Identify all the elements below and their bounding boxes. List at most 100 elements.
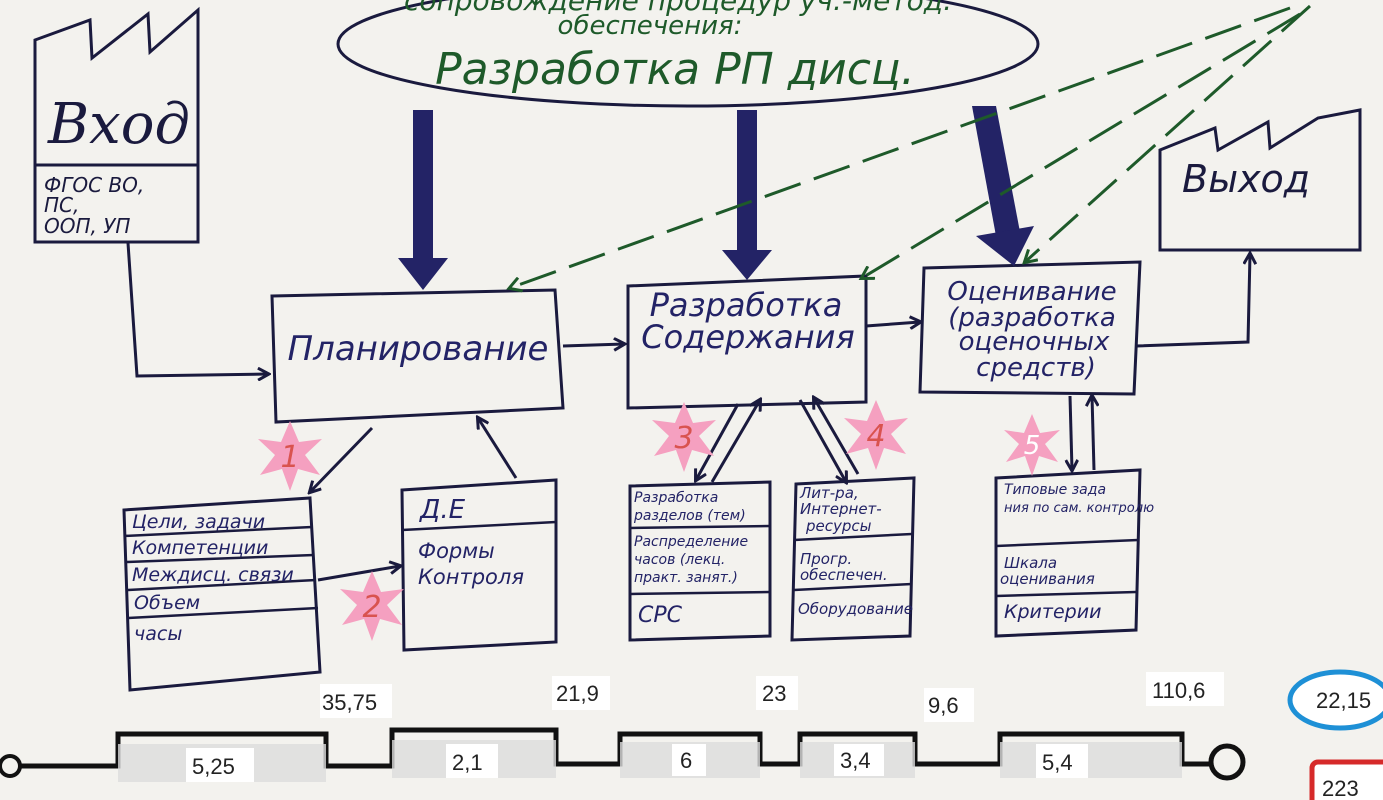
top-values: 35,75 21,9 23 9,6 110,6 bbox=[320, 672, 1224, 722]
dashed-arrow-content bbox=[862, 12, 1301, 278]
arrow-content-to-lit bbox=[798, 399, 846, 482]
output-box-group: Выход bbox=[1158, 108, 1362, 252]
cloud-line-1: сопровождение процедур уч.-метод. bbox=[404, 0, 952, 17]
evaluation-box: Оценивание (разработка оценочных средств… bbox=[918, 260, 1142, 396]
bottom-value-2: 2,1 bbox=[452, 750, 483, 775]
top-value-3: 23 bbox=[762, 681, 786, 706]
star-5: 5 bbox=[1004, 414, 1060, 476]
input-box-text-1: ФГОС ВО, bbox=[44, 173, 144, 197]
arrow-tasks-to-evaluation bbox=[1092, 396, 1094, 471]
star-1-label: 1 bbox=[280, 440, 299, 475]
arrow-dev-to-content bbox=[710, 400, 760, 483]
bottom-values: 5,25 2,1 6 3,4 5,4 bbox=[118, 740, 1182, 782]
dev-list-box: Разработка разделов (тем) Распределение … bbox=[628, 480, 772, 642]
cloud-line-2: обеспечения: bbox=[558, 11, 743, 41]
dev-item-2: разделов (тем) bbox=[633, 508, 746, 524]
input-box-text-2: ПС, bbox=[44, 193, 79, 217]
star-3: 3 bbox=[652, 402, 716, 472]
evaluation-label-4: средств) bbox=[976, 353, 1096, 383]
lit-item-2: Интернет- bbox=[800, 500, 882, 518]
bottom-value-3: 6 bbox=[680, 748, 692, 773]
top-value-5: 110,6 bbox=[1152, 678, 1205, 703]
control-arrow-content bbox=[722, 110, 772, 280]
total-box bbox=[1309, 759, 1383, 800]
arrow-goals-to-de bbox=[317, 566, 400, 582]
dashed-arrow-evaluation bbox=[1025, 4, 1312, 262]
star-4-label: 4 bbox=[866, 419, 885, 454]
evaluation-label-1: Оценивание bbox=[947, 277, 1116, 307]
arrow-input-to-planning bbox=[126, 242, 268, 376]
content-box: Разработка Содержания bbox=[626, 274, 868, 410]
total-boxed-value: 223 bbox=[1322, 776, 1359, 800]
evaluation-label-2: (разработка bbox=[948, 303, 1116, 333]
star-3-label: 3 bbox=[674, 421, 693, 456]
arrow-de-to-planning bbox=[478, 418, 518, 479]
lit-list-box: Лит-ра, Интернет- ресурсы Прогр. обеспеч… bbox=[790, 476, 916, 642]
star-2-label: 2 bbox=[362, 590, 381, 625]
stars-group: 1 2 3 4 5 bbox=[258, 400, 1060, 641]
goals-item-2: Компетенции bbox=[132, 537, 268, 559]
total-circle bbox=[1287, 669, 1383, 731]
input-box-text-3: ООП, УП bbox=[44, 214, 130, 238]
star-2: 2 bbox=[340, 571, 404, 641]
evaluation-label-3: оценочных bbox=[959, 327, 1110, 357]
cloud-line-3: Разработка РП дисц. bbox=[435, 44, 915, 95]
dev-item-5: практ. занят.) bbox=[634, 570, 738, 586]
star-1: 1 bbox=[258, 421, 322, 491]
lit-item-1: Лит-ра, bbox=[799, 484, 859, 502]
de-list-box: Д.Е Формы Контроля bbox=[400, 478, 558, 652]
bottom-value-5: 5,4 bbox=[1042, 750, 1073, 775]
total-circled-value: 22,15 bbox=[1316, 688, 1371, 713]
feedback-dashed-arrows bbox=[510, 4, 1312, 288]
timeline-start bbox=[0, 754, 22, 778]
lit-item-5: обеспечен. bbox=[800, 566, 888, 584]
lit-item-6: Оборудование bbox=[798, 600, 913, 618]
goals-item-3: Междисц. связи bbox=[132, 564, 294, 586]
control-arrow-planning bbox=[398, 110, 448, 290]
dev-item-3: Распределение bbox=[634, 534, 748, 550]
timeline: 35,75 21,9 23 9,6 110,6 5,25 2,1 6 3,4 bbox=[0, 672, 1246, 782]
tasks-item-3: Шкала bbox=[1004, 554, 1057, 572]
tasks-item-4: оценивания bbox=[1000, 570, 1095, 588]
dev-item-1: Разработка bbox=[634, 490, 718, 506]
goals-list-box: Цели, задачи Компетенции Междисц. связи … bbox=[122, 496, 322, 692]
arrow-content-to-evaluation bbox=[865, 322, 920, 326]
output-box-title: Выход bbox=[1182, 157, 1310, 201]
de-title: Д.Е bbox=[419, 495, 466, 525]
arrow-lit-to-content bbox=[814, 398, 860, 475]
dev-item-6: СРС bbox=[638, 603, 683, 628]
input-box-group: Вход ФГОС ВО, ПС, ООП, УП bbox=[33, 6, 200, 244]
top-value-2: 21,9 bbox=[556, 681, 599, 706]
cloud-group: сопровождение процедур уч.-метод. обеспе… bbox=[336, 0, 1040, 108]
de-item-1: Формы bbox=[418, 539, 495, 563]
content-label-1: Разработка bbox=[650, 286, 843, 324]
arrow-evaluation-to-tasks bbox=[1070, 395, 1072, 470]
bottom-value-1: 5,25 bbox=[192, 754, 235, 779]
tasks-item-5: Критерии bbox=[1004, 601, 1101, 623]
tasks-list-box: Типовые зада ния по сам. контролю Шкала … bbox=[994, 468, 1154, 638]
control-arrows bbox=[398, 106, 1034, 290]
de-item-2: Контроля bbox=[418, 565, 524, 589]
dev-item-4: часов (лекц. bbox=[634, 552, 725, 568]
output-factory-shape bbox=[1158, 108, 1362, 252]
top-value-4: 9,6 bbox=[928, 693, 959, 718]
dashed-arrow-planning bbox=[510, 6, 1291, 288]
lit-item-4: Прогр. bbox=[800, 550, 852, 568]
flow-arrows bbox=[126, 242, 1250, 582]
tasks-item-2: ния по сам. контролю bbox=[1004, 501, 1154, 516]
control-arrow-evaluation bbox=[972, 106, 1034, 266]
arrow-planning-to-content bbox=[562, 344, 624, 346]
content-label-2: Содержания bbox=[641, 318, 854, 356]
goals-item-1: Цели, задачи bbox=[132, 511, 265, 533]
goals-item-5: часы bbox=[134, 623, 182, 645]
top-value-1: 35,75 bbox=[322, 690, 377, 715]
arrow-planning-to-goals bbox=[310, 426, 374, 492]
star-5-label: 5 bbox=[1024, 431, 1041, 461]
timeline-end bbox=[1208, 743, 1246, 781]
tasks-item-1: Типовые зада bbox=[1004, 482, 1106, 498]
planning-box: Планирование bbox=[270, 288, 565, 424]
bottom-value-4: 3,4 bbox=[840, 748, 871, 773]
goals-item-4: Объем bbox=[134, 592, 200, 614]
cloud-shape bbox=[336, 0, 1040, 108]
